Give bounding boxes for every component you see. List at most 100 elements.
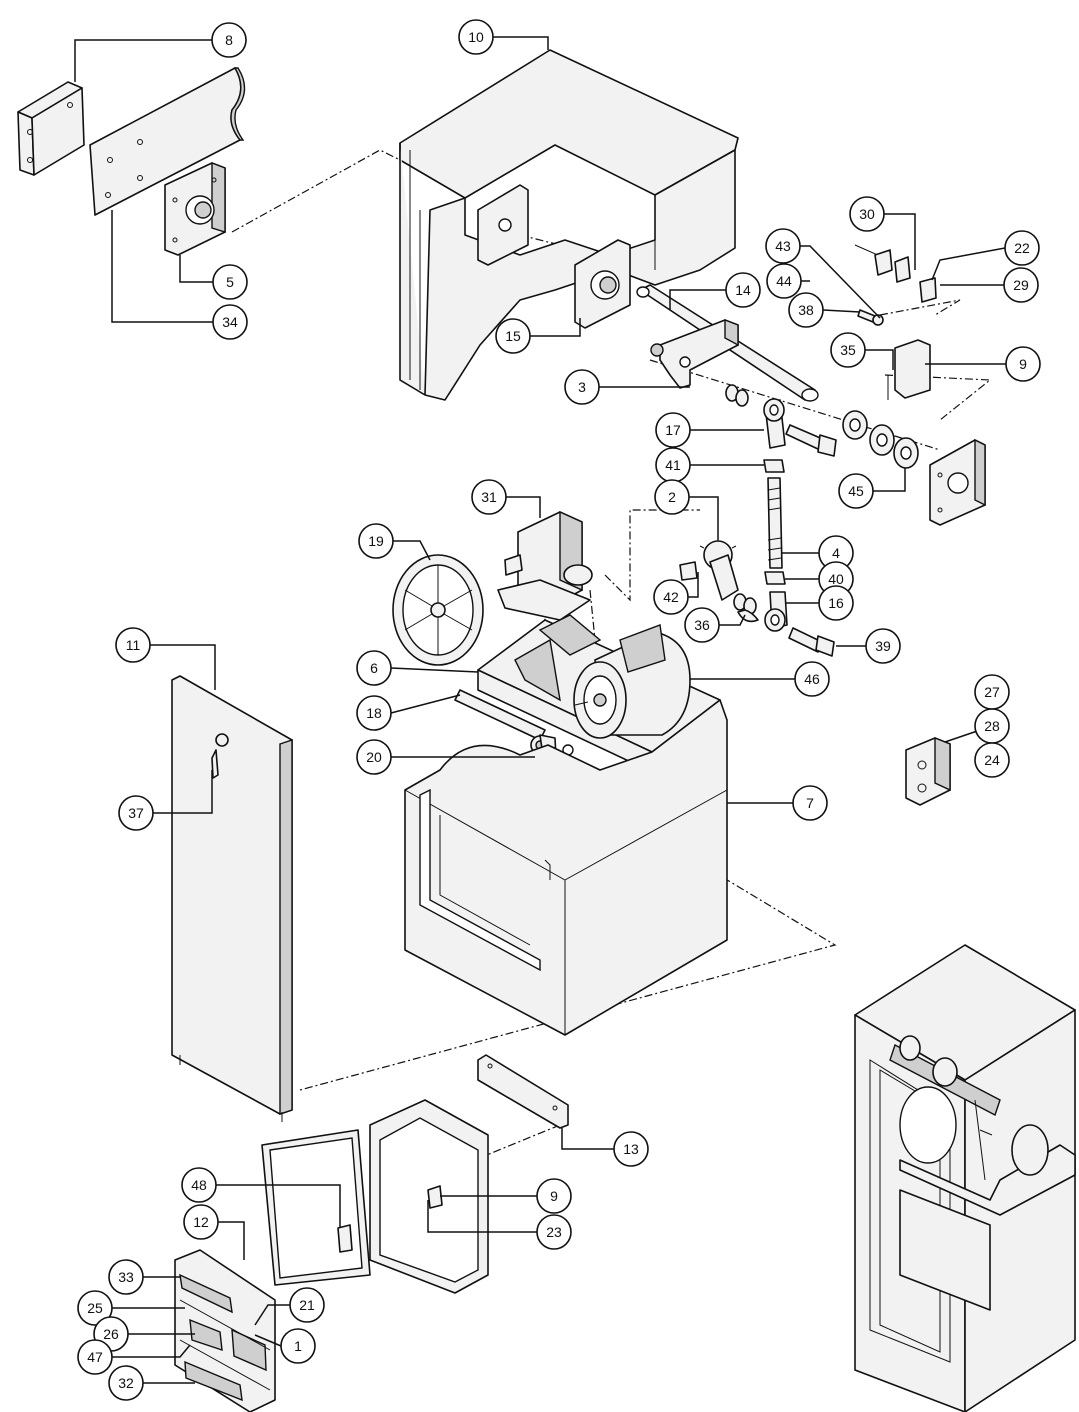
callout-25: 25	[77, 1290, 113, 1326]
callout-46: 46	[794, 661, 830, 697]
part-19-pulley	[392, 554, 484, 666]
svg-text:33: 33	[118, 1269, 134, 1285]
svg-text:1: 1	[294, 1338, 302, 1354]
svg-text:2: 2	[668, 489, 676, 505]
callout-1: 1	[280, 1328, 316, 1364]
svg-text:47: 47	[87, 1349, 103, 1365]
callout-5: 5	[212, 264, 248, 300]
svg-text:23: 23	[546, 1224, 562, 1240]
part-34-arm-plate	[89, 67, 246, 216]
part-35-bracket	[887, 339, 931, 400]
svg-text:9: 9	[550, 1188, 558, 1204]
svg-text:39: 39	[875, 638, 891, 654]
svg-text:8: 8	[225, 32, 233, 48]
svg-text:15: 15	[505, 328, 521, 344]
callout-4: 4	[818, 535, 854, 571]
part-12-control-enclosure	[261, 1099, 489, 1294]
svg-text:14: 14	[735, 282, 751, 298]
callout-38: 38	[788, 292, 824, 328]
callout-12: 12	[183, 1204, 219, 1240]
callout-17: 17	[655, 412, 691, 448]
svg-text:9: 9	[1019, 356, 1027, 372]
svg-text:26: 26	[103, 1326, 119, 1342]
callout-21: 21	[289, 1287, 325, 1323]
part-11-cabinet-door	[171, 675, 293, 1122]
callout-13: 13	[613, 1131, 649, 1167]
callout-34: 34	[212, 304, 248, 340]
svg-text:45: 45	[848, 483, 864, 499]
part-4-threaded-rod	[767, 477, 783, 569]
part-2-sprocket	[699, 537, 739, 601]
part-30-clips	[854, 244, 937, 303]
svg-text:46: 46	[804, 671, 820, 687]
callout-43: 43	[765, 228, 801, 264]
svg-text:37: 37	[128, 805, 144, 821]
svg-text:34: 34	[222, 314, 238, 330]
callout-41: 41	[655, 447, 691, 483]
callout-20: 20	[356, 739, 392, 775]
callout-48: 48	[181, 1167, 217, 1203]
callout-22: 22	[1004, 230, 1040, 266]
callout-42: 42	[653, 579, 689, 615]
svg-text:27: 27	[984, 684, 1000, 700]
svg-text:24: 24	[984, 752, 1000, 768]
svg-text:44: 44	[776, 273, 792, 289]
leader-lines	[74, 36, 1006, 1384]
svg-text:41: 41	[665, 457, 681, 473]
svg-text:18: 18	[366, 705, 382, 721]
svg-text:25: 25	[87, 1300, 103, 1316]
svg-text:40: 40	[828, 571, 844, 587]
callout-16: 16	[818, 585, 854, 621]
callout-45: 45	[838, 473, 874, 509]
svg-text:6: 6	[370, 660, 378, 676]
callout-7: 7	[792, 785, 828, 821]
svg-text:35: 35	[840, 342, 856, 358]
svg-text:13: 13	[623, 1141, 639, 1157]
callout-11: 11	[115, 627, 151, 663]
svg-text:20: 20	[366, 749, 382, 765]
svg-text:19: 19	[368, 533, 384, 549]
part-45-collars	[842, 410, 919, 469]
svg-text:5: 5	[226, 274, 234, 290]
part-8-mounting-bracket	[17, 81, 85, 176]
part-42-nut	[679, 561, 698, 581]
callout-23: 23	[536, 1214, 572, 1250]
svg-text:29: 29	[1013, 277, 1029, 293]
svg-text:28: 28	[984, 718, 1000, 734]
callout-3: 3	[564, 369, 600, 405]
svg-text:17: 17	[665, 422, 681, 438]
callout-6: 6	[356, 650, 392, 686]
svg-text:16: 16	[828, 595, 844, 611]
svg-text:42: 42	[663, 589, 679, 605]
callout-44: 44	[766, 263, 802, 299]
part-flange-plate	[929, 438, 986, 526]
assembled-operator-view	[854, 944, 1076, 1412]
callout-31: 31	[471, 479, 507, 515]
part-16-rod-end-bottom	[764, 591, 788, 632]
callout-9-top: 9	[1005, 346, 1041, 382]
callout-47: 47	[77, 1339, 113, 1375]
callout-39: 39	[865, 628, 901, 664]
callout-30: 30	[849, 196, 885, 232]
callout-32: 32	[108, 1365, 144, 1401]
callout-18: 18	[356, 695, 392, 731]
svg-text:31: 31	[481, 489, 497, 505]
part-bolt-upper	[785, 424, 837, 457]
svg-text:36: 36	[694, 617, 710, 633]
callout-33: 33	[108, 1259, 144, 1295]
svg-text:12: 12	[193, 1214, 209, 1230]
callout-2: 2	[654, 479, 690, 515]
callout-8: 8	[211, 22, 247, 58]
part-39-bolt	[788, 627, 835, 657]
callout-35: 35	[830, 332, 866, 368]
callout-19: 19	[358, 523, 394, 559]
callout-9-bottom: 9	[536, 1178, 572, 1214]
svg-text:30: 30	[859, 206, 875, 222]
svg-text:21: 21	[299, 1297, 315, 1313]
part-41-nut	[763, 459, 785, 473]
part-36-washers	[733, 593, 759, 623]
part-17-rod-end-top	[763, 398, 786, 449]
part-7-base-cabinet	[404, 699, 728, 1036]
svg-text:22: 22	[1014, 240, 1030, 256]
